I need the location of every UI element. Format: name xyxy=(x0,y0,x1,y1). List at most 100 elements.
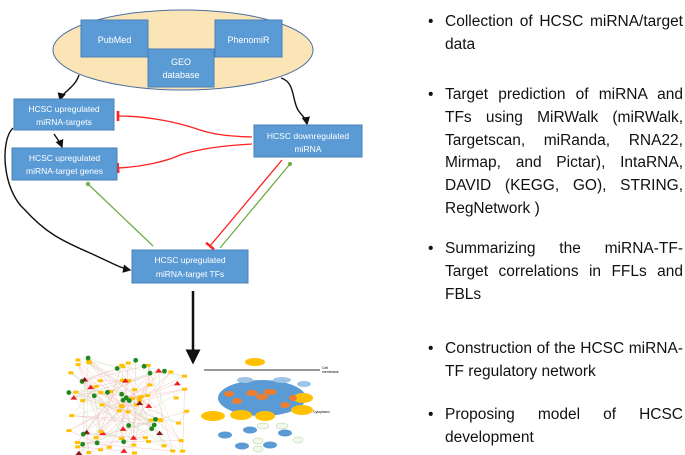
gene-node xyxy=(178,439,184,443)
gene-node xyxy=(75,445,81,449)
network-edge xyxy=(70,372,95,396)
network-edge xyxy=(88,361,122,406)
mirna-node xyxy=(87,384,95,390)
svg-text:PhenomiR: PhenomiR xyxy=(227,35,270,45)
svg-text:miRNA: miRNA xyxy=(295,144,322,154)
network-edge xyxy=(77,364,135,454)
inhibit-down-to-genes xyxy=(116,143,253,174)
network-edge xyxy=(117,368,149,407)
tf-node xyxy=(126,423,132,428)
tf-node xyxy=(162,368,167,374)
gene-node xyxy=(161,444,167,448)
gene-node xyxy=(126,379,132,383)
network-edge xyxy=(77,359,129,381)
gene-node xyxy=(168,370,174,374)
network-edge xyxy=(128,362,185,377)
network-edge xyxy=(83,379,85,435)
gene-node xyxy=(80,399,86,403)
step-4: •Construction of the HCSC miRNA-TF regul… xyxy=(428,338,683,384)
step-text: Target prediction of miRNA and TFs using… xyxy=(445,86,683,217)
step-text: Construction of the HCSC miRNA-TF regula… xyxy=(445,340,683,380)
svg-text:HCSC upregulated: HCSC upregulated xyxy=(28,104,100,114)
inhibit-down-to-tfs xyxy=(205,159,283,251)
gene-node xyxy=(146,439,152,443)
arrow-targets-to-genes xyxy=(53,133,64,149)
svg-text:miRNA-target TFs: miRNA-target TFs xyxy=(156,269,224,279)
gene-node xyxy=(133,403,139,407)
network-edge xyxy=(83,380,126,435)
gene-node xyxy=(93,384,99,388)
network-edge xyxy=(95,391,112,438)
gene-node xyxy=(145,363,151,367)
gene-node xyxy=(139,395,145,399)
network-edge xyxy=(86,431,122,439)
network-edge xyxy=(77,371,172,448)
network-edge xyxy=(75,391,149,442)
gene-node xyxy=(93,436,99,440)
mirna-node xyxy=(155,368,163,373)
network-edge xyxy=(78,406,123,454)
arrow-sources-to-downregulated xyxy=(280,77,310,126)
gene-node xyxy=(75,358,81,362)
gene-node xyxy=(156,417,162,421)
step-text: Proposing model of HCSC development xyxy=(445,406,683,446)
network-edge xyxy=(122,428,135,446)
network-edge xyxy=(82,400,183,452)
cell-model-image: Cell membrane Cytoplasm xyxy=(201,358,339,453)
network-edge xyxy=(83,370,165,435)
mirna-node xyxy=(75,450,83,455)
gene-node xyxy=(66,429,72,433)
svg-text:Cytoplasm: Cytoplasm xyxy=(313,410,330,414)
network-edge xyxy=(84,379,140,401)
network-edge xyxy=(82,368,118,382)
step-text: Summarizing the miRNA-TF-Target correlat… xyxy=(445,240,683,303)
gene-node xyxy=(147,383,153,387)
gene-node xyxy=(180,449,186,453)
regulatory-network-image xyxy=(66,355,190,455)
gene-node xyxy=(125,410,131,414)
network-edge xyxy=(102,420,161,434)
bullet-icon: • xyxy=(428,13,434,30)
network-edge xyxy=(77,364,149,442)
tf-node xyxy=(121,439,127,445)
network-edge xyxy=(128,380,156,420)
gene-node xyxy=(119,436,125,440)
activate-tfs-to-down xyxy=(219,161,293,249)
node-upregulated-mirna-target-genes: HCSC upregulated miRNA-target genes xyxy=(11,147,118,181)
network-edge xyxy=(77,359,122,406)
network-edge xyxy=(136,404,152,429)
tf-node xyxy=(119,391,125,397)
gene-node xyxy=(176,421,182,425)
network-edge xyxy=(178,411,187,424)
tf-node xyxy=(147,370,153,376)
mirna-node xyxy=(70,395,78,400)
network-edge xyxy=(122,389,185,407)
step-3: •Summarizing the miRNA-TF-Target correla… xyxy=(428,238,683,306)
gene-node xyxy=(173,396,179,400)
network-edge xyxy=(78,396,142,454)
network-edge xyxy=(73,370,165,398)
network-edge xyxy=(147,371,172,396)
network-edge xyxy=(94,395,102,432)
gene-node xyxy=(106,445,112,449)
tf-node xyxy=(94,440,100,446)
network-edge xyxy=(71,415,155,426)
network-edge xyxy=(77,364,102,432)
network-edge xyxy=(100,373,151,432)
svg-text:HCSC upregulated: HCSC upregulated xyxy=(154,255,226,265)
network-edge xyxy=(121,365,182,441)
gene-node xyxy=(74,441,80,445)
gene-node xyxy=(182,374,188,378)
network-edge xyxy=(81,381,123,407)
tf-node xyxy=(149,426,155,432)
network-edge xyxy=(77,441,124,443)
gene-node xyxy=(131,443,137,447)
tf-node xyxy=(151,422,157,428)
svg-text:miRNA-target genes: miRNA-target genes xyxy=(26,166,103,176)
network-edge xyxy=(96,402,140,444)
tf-node xyxy=(80,441,86,447)
network-edge xyxy=(127,411,152,421)
network-edge xyxy=(68,384,151,431)
gene-node xyxy=(86,360,92,364)
